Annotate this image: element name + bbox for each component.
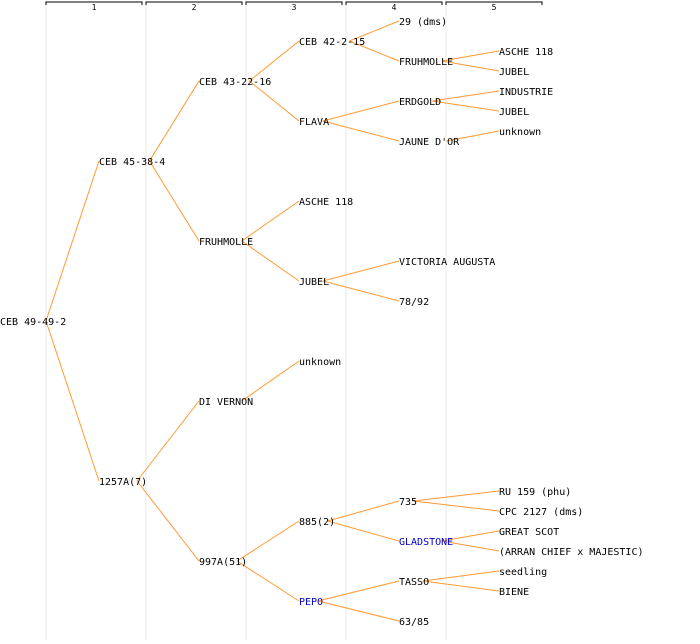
generation-header-bracket bbox=[445, 1, 543, 5]
variety-label: INDUSTRIE bbox=[499, 87, 553, 98]
pedigree-edge bbox=[441, 60, 500, 72]
generation-number: 1 bbox=[92, 3, 97, 12]
variety-label: CEB 42-2-15 bbox=[299, 37, 365, 48]
variety-label: JUBEL bbox=[299, 277, 329, 288]
variety-label: CEB 45-38-4 bbox=[99, 157, 165, 168]
pedigree-edge bbox=[441, 50, 500, 62]
variety-label: JAUNE D'OR bbox=[399, 137, 460, 148]
generation-number: 2 bbox=[192, 3, 197, 12]
variety-label: unknown bbox=[299, 357, 341, 368]
variety-label: FRUHMOLLE bbox=[199, 237, 253, 248]
pedigree-edge bbox=[413, 490, 500, 502]
variety-link[interactable]: GLADSTONE bbox=[399, 537, 453, 548]
generation-number: 5 bbox=[492, 3, 497, 12]
variety-label: JUBEL bbox=[499, 107, 529, 118]
pedigree-edge bbox=[236, 520, 300, 562]
pedigree-edge bbox=[441, 540, 500, 552]
variety-label: FRUHMOLLE bbox=[399, 57, 453, 68]
variety-label: ERDGOLD bbox=[399, 97, 441, 108]
pedigree-edge bbox=[349, 20, 400, 42]
variety-link[interactable]: PEPO bbox=[299, 597, 323, 608]
variety-label: CPC 2127 (dms) bbox=[499, 507, 583, 518]
pedigree-edge bbox=[432, 100, 500, 112]
pedigree-edge bbox=[446, 130, 500, 142]
variety-label: BIENE bbox=[499, 587, 529, 598]
variety-label: CEB 49-49-2 bbox=[0, 317, 66, 328]
pedigree-edge bbox=[327, 520, 400, 542]
variety-label: 885(2) bbox=[299, 517, 335, 528]
pedigree-edge bbox=[241, 240, 300, 282]
pedigree-edge bbox=[322, 120, 400, 142]
pedigree-edge bbox=[413, 500, 500, 512]
pedigree-edge bbox=[148, 160, 200, 242]
generation-columns: 1 2 3 4 5 bbox=[45, 0, 543, 640]
tree-labels: CEB 49-49-2 CEB 45-38-4 1257A(7) CEB 43-22-… bbox=[0, 17, 644, 628]
pedigree-edge bbox=[327, 500, 400, 522]
pedigree-edge bbox=[241, 360, 300, 402]
variety-label: 63/85 bbox=[399, 617, 429, 628]
pedigree-edge bbox=[45, 160, 100, 322]
variety-label: DI VERNON bbox=[199, 397, 253, 408]
variety-label: 1257A(7) bbox=[99, 477, 147, 488]
generation-header-bracket bbox=[45, 1, 143, 5]
variety-label: JUBEL bbox=[499, 67, 529, 78]
variety-label: unknown bbox=[499, 127, 541, 138]
generation-number: 4 bbox=[392, 3, 397, 12]
pedigree-edge bbox=[249, 80, 300, 122]
tree-edges bbox=[45, 20, 500, 622]
variety-label: seedling bbox=[499, 567, 547, 578]
pedigree-edge bbox=[322, 260, 400, 282]
pedigree-edge bbox=[236, 560, 300, 602]
variety-label: (ARRAN CHIEF x MAJESTIC) bbox=[499, 547, 644, 558]
pedigree-edge bbox=[422, 570, 500, 582]
variety-label: 29 (dms) bbox=[399, 17, 447, 28]
variety-label: CEB 43-22-16 bbox=[199, 77, 271, 88]
variety-label: TASSO bbox=[399, 577, 429, 588]
pedigree-edge bbox=[241, 200, 300, 242]
variety-label: 78/92 bbox=[399, 297, 429, 308]
pedigree-edge bbox=[322, 100, 400, 122]
pedigree-edge bbox=[322, 280, 400, 302]
generation-header-bracket bbox=[145, 1, 243, 5]
variety-label: VICTORIA AUGUSTA bbox=[399, 257, 495, 268]
pedigree-edge bbox=[148, 80, 200, 162]
variety-label: RU 159 (phu) bbox=[499, 487, 571, 498]
variety-label: ASCHE 118 bbox=[499, 47, 553, 58]
generation-number: 3 bbox=[292, 3, 297, 12]
pedigree-edge bbox=[349, 40, 400, 62]
pedigree-edge bbox=[317, 580, 400, 602]
variety-label: 997A(51) bbox=[199, 557, 247, 568]
generation-header-bracket bbox=[245, 1, 343, 5]
variety-label: FLAVA bbox=[299, 117, 329, 128]
pedigree-edge bbox=[432, 90, 500, 102]
variety-label: 735 bbox=[399, 497, 417, 508]
pedigree-edge bbox=[136, 400, 200, 482]
pedigree-edge bbox=[136, 480, 200, 562]
pedigree-edge bbox=[317, 600, 400, 622]
generation-header-bracket bbox=[345, 1, 443, 5]
pedigree-edge bbox=[45, 320, 100, 482]
pedigree-edge bbox=[249, 40, 300, 82]
variety-label: ASCHE 118 bbox=[299, 197, 353, 208]
pedigree-edge bbox=[422, 580, 500, 592]
variety-label: GREAT SCOT bbox=[499, 527, 559, 538]
pedigree-edge bbox=[441, 530, 500, 542]
